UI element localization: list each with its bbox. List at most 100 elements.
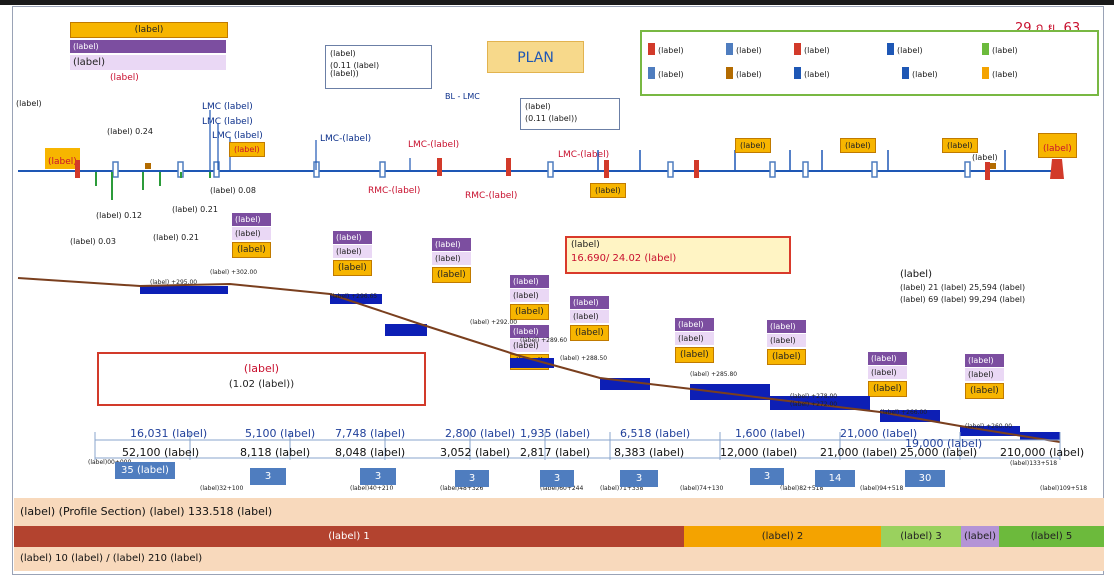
storage-capacity: (label): [333, 231, 372, 244]
storage-current: (label): [510, 339, 549, 352]
legend-label: (label): [897, 46, 923, 55]
distance-bottom: 21,000 (label): [820, 446, 898, 459]
pump-summary-box: (label) (label) 21 (label) 25,594 (label…: [900, 270, 1100, 304]
weir-summary-box: (label) 16.690/ 24.02 (label): [565, 236, 791, 274]
river-markers: [75, 110, 1006, 200]
distance-bottom: 8,383 (label): [614, 446, 685, 459]
small-station-4: (label) 0.21: [172, 205, 218, 214]
distance-bottom: 2,817 (label): [520, 446, 591, 459]
dam-current: (label): [70, 55, 226, 70]
weir-icon: [379, 161, 386, 178]
weir-icon: [648, 66, 655, 79]
water-fill: [385, 324, 427, 336]
section-1-label: (label) 1: [328, 531, 370, 542]
distance-bottom: 25,000 (label): [900, 446, 978, 459]
km-mark: (label)60+244: [540, 486, 583, 492]
start-weir-label: (label): [45, 148, 80, 169]
section-1: (label) 1: [14, 526, 684, 547]
pipe-box-1-sub: (0.11 (label) (label)): [330, 61, 380, 78]
outlet-icon: [794, 42, 801, 55]
elevation-label: (label) +289.60: [520, 337, 567, 344]
elevation-label: (label) +296.65: [330, 293, 377, 300]
distance-bottom: 210,000 (label): [1000, 446, 1085, 459]
small-station-6: (label) 0.08: [210, 186, 256, 195]
profile-section: (label) +302.00(label) +295.00(label) +2…: [17, 269, 1061, 460]
weir-icon: [667, 161, 674, 178]
km-mark: (label)94+518: [860, 485, 904, 492]
weir-icon: [802, 161, 809, 178]
distance-top: 1,935 (label): [520, 427, 591, 440]
legend-label: (label): [658, 46, 684, 55]
station-icon: [726, 66, 733, 79]
storage-capacity: (label): [232, 213, 271, 226]
weir-icon: [112, 161, 119, 178]
canal-label-7: RMC-(label): [465, 191, 518, 201]
legend-item: (label): [726, 62, 762, 81]
gate-icon: [985, 162, 990, 180]
small-station-2: (label) 0.12: [96, 211, 142, 220]
distance-top: 21,000 (label): [840, 427, 918, 440]
plan-label: PLAN: [517, 50, 554, 66]
dam-end-icon: [1050, 159, 1064, 179]
days-badge: 14 (label): [815, 470, 855, 501]
storage-box: (label)(label)(label): [767, 320, 806, 365]
distance-top: 16,031 (label): [130, 427, 208, 440]
water-fill: [600, 378, 650, 390]
top-border: [0, 0, 1114, 5]
pump-summary-title: (label): [900, 269, 932, 280]
km-mark: (label)109+518: [1040, 485, 1088, 492]
flow-icon: [902, 66, 909, 79]
canal-label-8: LMC-(label): [558, 150, 610, 160]
legend-label: (label): [736, 46, 762, 55]
pipe-box-2-title: (label): [525, 102, 551, 111]
canal-label-3: LMC (label): [212, 131, 263, 141]
storage-name: (label): [432, 267, 471, 283]
small-station-1: (label) 0.24: [107, 127, 153, 136]
profile-caption: (label) (Profile Section) (label) 133.51…: [20, 505, 273, 518]
elevation-label: (label) +278.00: [790, 393, 837, 400]
storage-name: (label): [868, 381, 907, 397]
legend-label: (label): [804, 70, 830, 79]
pipe-box-2: (label) (0.11 (label)): [520, 98, 620, 130]
elevation-label: (label) +272.00: [790, 401, 837, 408]
plan-badge: PLAN: [487, 41, 584, 73]
legend-item: (label): [648, 62, 684, 81]
weir-icon: [213, 161, 220, 178]
canal-label-4: LMC-(label): [320, 134, 372, 144]
dam-title: (label): [70, 22, 228, 38]
section-3-label: (label) 3: [900, 531, 942, 542]
sections-bar: (label) 1 (label) 2 (label) 3 (label) 4 …: [14, 526, 1104, 563]
days-badge: 35 (label): [115, 462, 175, 479]
distance-bottom: 8,118 (label): [240, 446, 311, 459]
storage-current: (label): [232, 227, 271, 240]
storage-name: (label): [232, 242, 271, 258]
km-mark: (label)48+326: [440, 486, 483, 492]
water-fill: [510, 358, 554, 368]
canal-label-1: LMC (label): [202, 102, 253, 112]
storage-current: (label): [510, 289, 549, 302]
note-text: (label) 10 (label) / (label) 210 (label): [20, 553, 203, 564]
days-badge: 3 (label): [360, 468, 396, 499]
km-mark: (label)00+000: [88, 459, 132, 466]
storage-name: (label): [510, 304, 549, 320]
km-mark: (label)82+518: [780, 485, 824, 492]
gate-icon: [506, 158, 511, 176]
days-badge: 3 (label): [620, 470, 658, 501]
dam-asof: (label): [110, 73, 139, 83]
distance-top: 5,100 (label): [245, 427, 316, 440]
dam-capacity: (label): [70, 40, 226, 53]
storage-current: (label): [767, 334, 806, 347]
elevation-label: (label) +285.80: [690, 371, 737, 378]
storage-current: (label): [675, 332, 714, 345]
km-mark: (label)74+130: [680, 485, 724, 492]
distance-top: 19,000 (label): [905, 437, 983, 450]
water-fill: [1020, 432, 1060, 440]
weir-icon: [871, 161, 878, 178]
weir-tag-4: (label): [840, 138, 876, 153]
station-icon: [145, 163, 151, 169]
legend-item: (label): [982, 62, 1018, 81]
storage-current: (label): [868, 366, 907, 379]
distance-bottom: 12,000 (label): [720, 446, 798, 459]
distance-bottom: 3,052 (label): [440, 446, 511, 459]
pump-icon: [726, 42, 733, 55]
